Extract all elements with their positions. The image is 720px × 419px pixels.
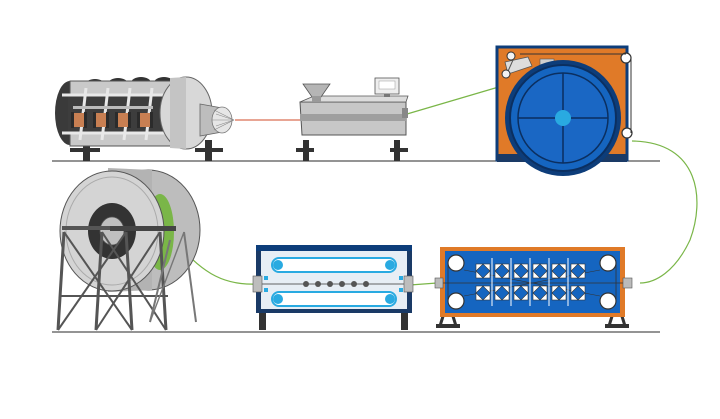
cooling-trough: [252, 245, 414, 330]
armoring-tank-foot: [605, 324, 629, 328]
taping-dividers: [491, 258, 569, 306]
extruder: [296, 77, 409, 161]
take-up-reel: [56, 168, 201, 331]
cooling-trough-top: [256, 245, 412, 251]
cooling-spray-nozzles: [303, 281, 369, 287]
cable-path-capstan-armoring: [631, 140, 698, 284]
cooling-rollers: [273, 260, 395, 304]
copper-bobbins: [71, 106, 153, 128]
cooling-water-upper: [271, 257, 397, 273]
bobbin: [137, 112, 153, 128]
strander-base: [70, 148, 100, 152]
extruder-head: [402, 108, 408, 118]
stranding-machine: [55, 76, 235, 161]
cooling-trough-leg: [259, 310, 266, 330]
extruder-top: [299, 95, 409, 103]
armoring-tank-body: [445, 251, 620, 313]
capstan-hub: [555, 110, 571, 126]
cooling-guide: [252, 275, 263, 293]
taping-heads: [475, 263, 586, 301]
bobbin: [115, 112, 131, 128]
armoring-tank: [434, 247, 633, 328]
reel-stand-rear: [149, 231, 197, 323]
extruder-base: [390, 148, 408, 152]
extruder-band: [300, 114, 406, 121]
armoring-guide: [622, 277, 633, 289]
taping-head: [551, 263, 567, 301]
cooling-water-drops: [264, 276, 403, 292]
capstan-roller: [621, 127, 633, 139]
cable-path-extruder-capstan: [406, 85, 503, 115]
taping-head: [570, 263, 586, 301]
armoring-pulley: [599, 254, 617, 272]
bobbin: [93, 112, 109, 128]
bobbin: [71, 112, 87, 128]
hopper-neck: [312, 96, 321, 102]
taping-head: [494, 263, 510, 301]
closing-die-wires: [212, 109, 235, 131]
armoring-guide: [434, 277, 444, 289]
armoring-tank-foot: [436, 324, 460, 328]
capstan: [495, 45, 633, 176]
taping-head: [475, 263, 491, 301]
reel-axle: [110, 226, 176, 231]
strander-base: [195, 148, 223, 152]
extruder-base: [296, 148, 314, 152]
taping-head: [532, 263, 548, 301]
cooling-water-lower: [271, 291, 397, 307]
cooling-trough-leg: [401, 310, 408, 330]
extruder-hopper: [302, 83, 331, 98]
armoring-belt: [447, 263, 617, 301]
cooling-guide: [403, 275, 414, 293]
armoring-pulley: [599, 292, 617, 310]
control-panel-screen: [378, 80, 396, 90]
taping-head: [513, 263, 529, 301]
strander-rotor-body: [170, 77, 186, 149]
armoring-pulley: [447, 254, 465, 272]
cable-path-armoring-cooling: [409, 282, 438, 286]
control-panel-stand: [384, 94, 390, 97]
armoring-pulley: [447, 292, 465, 310]
